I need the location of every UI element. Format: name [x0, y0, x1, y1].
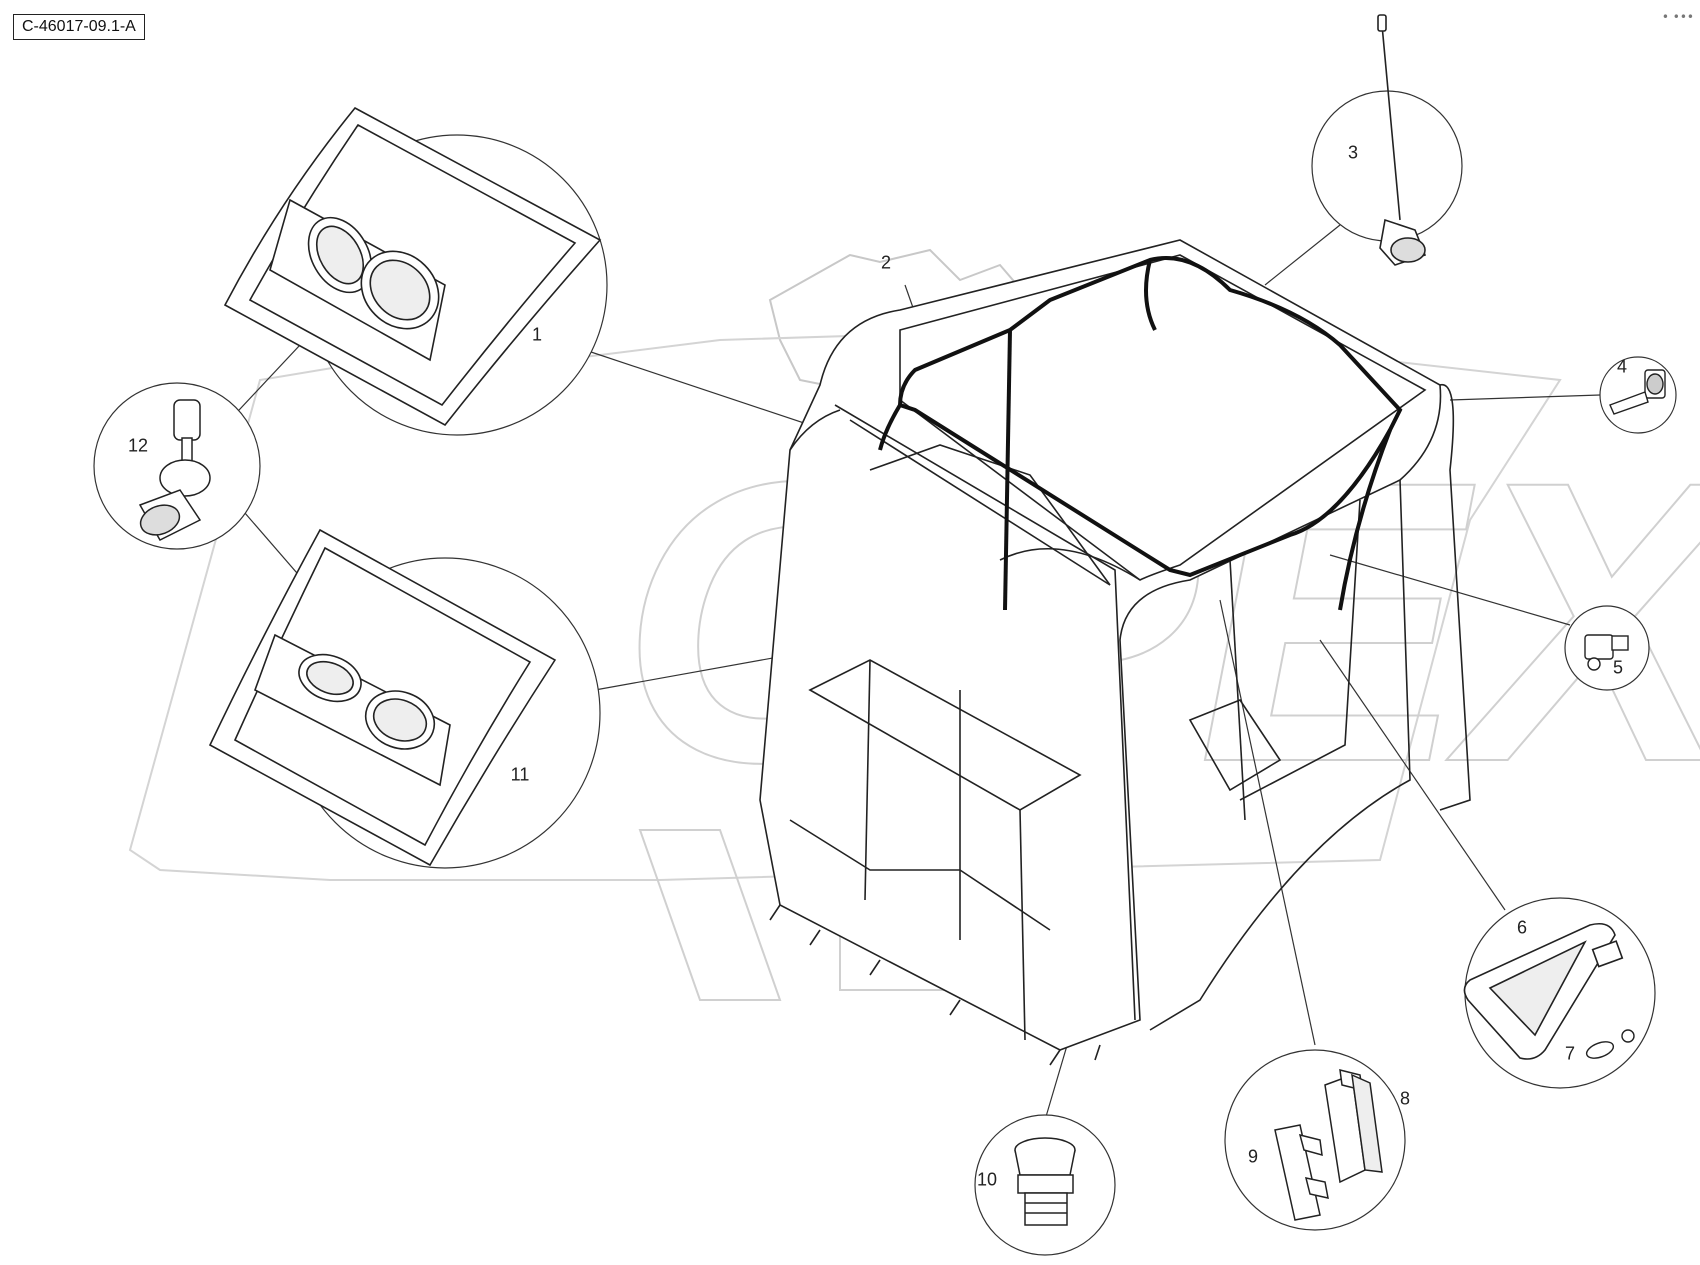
callout-3: 3: [1347, 142, 1359, 163]
leader-3: [1264, 224, 1341, 286]
dome-light: [1463, 922, 1624, 1060]
callout-4: 4: [1616, 356, 1628, 377]
connector-part-5: [1584, 634, 1629, 671]
antenna: [1377, 14, 1427, 266]
work-lamp-panel-front: [223, 106, 602, 427]
detail-circle-3: [1311, 90, 1463, 242]
callout-8: 8: [1399, 1088, 1411, 1109]
callout-12: 12: [127, 435, 149, 456]
lamp-bulb: [138, 399, 211, 541]
callout-6: 6: [1516, 917, 1528, 938]
wiring-harness: [878, 256, 1403, 611]
callout-5: 5: [1612, 657, 1624, 678]
switch-part-4: [1609, 369, 1666, 415]
leader-6: [1319, 639, 1506, 911]
callout-10: 10: [976, 1169, 998, 1190]
drawing-code-label: C-46017-09.1-A: [13, 14, 145, 40]
bracket-part-9: [1274, 1124, 1329, 1221]
bracket-part-8: [1324, 1069, 1383, 1184]
corner-mark: • •••: [1661, 10, 1694, 24]
leader-5: [1329, 554, 1571, 626]
callout-2: 2: [880, 252, 892, 273]
leader-4: [1449, 394, 1601, 401]
callout-11: 11: [510, 764, 530, 785]
callout-9: 9: [1247, 1146, 1259, 1167]
dome-light-bulb: [1585, 1029, 1635, 1059]
work-lamp-panel-rear: [208, 528, 557, 867]
cab-frame: [759, 239, 1471, 1066]
callout-1: 1: [531, 324, 543, 345]
plug-part-10: [1014, 1137, 1076, 1226]
callout-7: 7: [1564, 1043, 1576, 1064]
